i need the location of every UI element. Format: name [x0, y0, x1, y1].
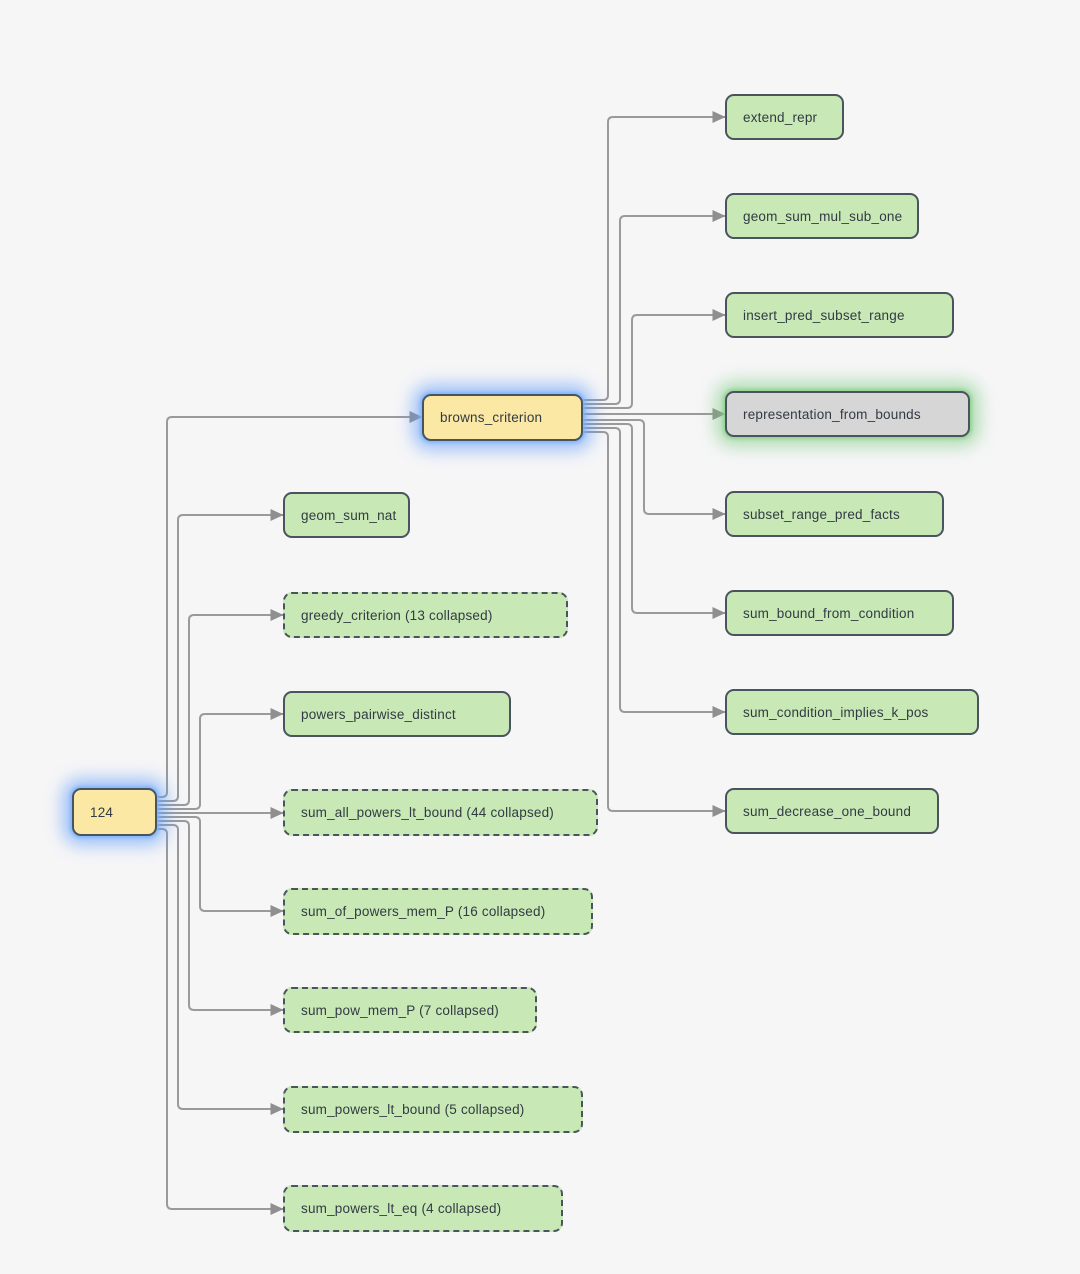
node-insert-pred-subset-range[interactable]: insert_pred_subset_range — [725, 292, 954, 338]
node-sum-powers-lt-eq[interactable]: sum_powers_lt_eq (4 collapsed) — [283, 1185, 563, 1232]
node-geom-sum-nat[interactable]: geom_sum_nat — [283, 492, 410, 538]
node-label: subset_range_pred_facts — [743, 506, 900, 522]
node-label: sum_pow_mem_P (7 collapsed) — [301, 1002, 499, 1018]
edge-124-sum_powers_lt_eq — [157, 828, 284, 1215]
edge-browns-insert_pred_subset_range — [583, 309, 726, 409]
node-representation-from-bounds[interactable]: representation_from_bounds — [725, 391, 970, 437]
node-label: representation_from_bounds — [743, 406, 921, 422]
edge-124-sum_pow_mem_P — [157, 820, 284, 1016]
edge-browns-sum_condition_implies_k_pos — [583, 427, 726, 718]
node-label: sum_condition_implies_k_pos — [743, 704, 929, 720]
node-label: sum_decrease_one_bound — [743, 803, 912, 819]
node-label: greedy_criterion (13 collapsed) — [301, 607, 493, 623]
node-label: insert_pred_subset_range — [743, 307, 905, 323]
node-label: extend_repr — [743, 109, 818, 125]
node-subset-range-pred-facts[interactable]: subset_range_pred_facts — [725, 491, 944, 537]
node-label: sum_of_powers_mem_P (16 collapsed) — [301, 904, 546, 919]
node-label: sum_all_powers_lt_bound (44 collapsed) — [301, 805, 554, 820]
node-sum-condition-implies-k-pos[interactable]: sum_condition_implies_k_pos — [725, 689, 979, 735]
edge-124-greedy_criterion — [157, 609, 284, 806]
node-geom-sum-mul-sub-one[interactable]: geom_sum_mul_sub_one — [725, 193, 919, 239]
node-label: 124 — [90, 804, 114, 820]
node-sum-pow-mem-P[interactable]: sum_pow_mem_P (7 collapsed) — [283, 987, 537, 1033]
edge-browns-extend_repr — [583, 111, 726, 401]
edge-browns-sum_decrease_one_bound — [583, 431, 726, 817]
edge-browns-subset_range_pred_facts — [583, 419, 726, 520]
edge-browns-geom_sum_mul_sub_one — [583, 210, 726, 405]
edge-124-browns_criterion — [157, 411, 423, 798]
node-sum-of-powers-mem-P[interactable]: sum_of_powers_mem_P (16 collapsed) — [283, 888, 593, 935]
node-sum-bound-from-condition[interactable]: sum_bound_from_condition — [725, 590, 954, 636]
edge-124-powers_pairwise_distinct — [157, 708, 284, 810]
node-powers-pairwise-distinct[interactable]: powers_pairwise_distinct — [283, 691, 511, 737]
edge-124-sum_powers_lt_bound — [157, 824, 284, 1115]
node-label: geom_sum_nat — [301, 507, 397, 523]
edge-124-sum_of_powers_mem_P — [157, 816, 284, 917]
edge-124-geom_sum_nat — [157, 509, 284, 802]
node-label: sum_powers_lt_eq (4 collapsed) — [301, 1201, 502, 1216]
node-sum-all-powers-lt-bound[interactable]: sum_all_powers_lt_bound (44 collapsed) — [283, 789, 598, 836]
node-label: geom_sum_mul_sub_one — [743, 208, 903, 224]
node-root-124[interactable]: 124 — [72, 788, 157, 836]
node-label: browns_criterion — [440, 410, 543, 425]
node-label: sum_bound_from_condition — [743, 605, 915, 621]
node-label: sum_powers_lt_bound (5 collapsed) — [301, 1102, 525, 1117]
node-greedy-criterion[interactable]: greedy_criterion (13 collapsed) — [283, 592, 568, 638]
node-sum-powers-lt-bound[interactable]: sum_powers_lt_bound (5 collapsed) — [283, 1086, 583, 1133]
node-browns-criterion[interactable]: browns_criterion — [422, 394, 583, 441]
node-label: powers_pairwise_distinct — [301, 706, 456, 722]
node-sum-decrease-one-bound[interactable]: sum_decrease_one_bound — [725, 788, 939, 834]
edge-browns-sum_bound_from_condition — [583, 423, 726, 619]
node-extend-repr[interactable]: extend_repr — [725, 94, 844, 140]
